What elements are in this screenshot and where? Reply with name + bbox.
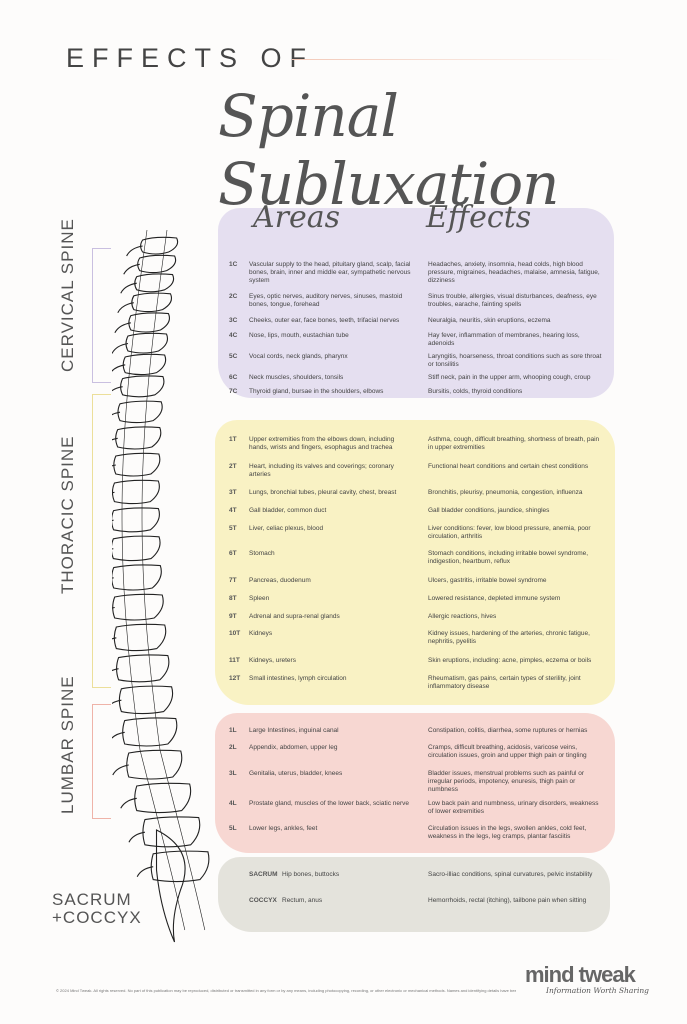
- area-text: Adrenal and supra-renal glands: [249, 613, 340, 620]
- area-text: Nose, lips, mouth, eustachian tube: [249, 332, 349, 339]
- effect-text: Functional heart conditions and certain …: [428, 463, 589, 470]
- area-text: Prostate gland, muscles of the lower bac…: [249, 800, 410, 807]
- vertebra-code: 3C: [229, 317, 238, 324]
- effect-text: Circulation issues in the legs, swollen …: [428, 825, 587, 840]
- effect-text: Asthma, cough, difficult breathing, shor…: [428, 436, 600, 451]
- effects-column-header: Effects: [426, 200, 532, 235]
- vertebra-code: 8T: [229, 595, 237, 602]
- effect-text: Constipation, colitis, diarrhea, some ru…: [428, 727, 588, 734]
- area-text: Genitalia, uterus, bladder, knees: [249, 770, 343, 777]
- lumbar-band: [215, 713, 615, 853]
- vertebra-code: 4L: [229, 800, 237, 807]
- thoracic-bracket: [92, 394, 111, 688]
- area-text: Appendix, abdomen, upper leg: [249, 744, 338, 751]
- vertebra-code: 7T: [229, 577, 237, 584]
- effect-text: Cramps, difficult breathing, acidosis, v…: [428, 744, 587, 759]
- sacrum-label: SACRUM: [52, 890, 132, 909]
- vertebra-code: 4C: [229, 332, 238, 339]
- area-text: Heart, including its valves and covering…: [249, 463, 394, 478]
- effect-text: Lowered resistance, depleted immune syst…: [428, 595, 561, 602]
- vertebra-code: 6C: [229, 374, 238, 381]
- title-line-2: Spinal Subluxation: [218, 82, 560, 218]
- vertebra-code: 9T: [229, 613, 237, 620]
- effect-text: Sinus trouble, allergies, visual disturb…: [428, 293, 597, 308]
- title-divider: [292, 59, 622, 60]
- effect-text: Hemorrhoids, rectal (itching), tailbone …: [428, 897, 587, 904]
- vertebra-code: SACRUM: [249, 871, 278, 878]
- area-text: Vascular supply to the head, pituitary g…: [249, 261, 411, 284]
- logo-tagline: Information Worth Sharing: [546, 986, 649, 995]
- vertebra-code: 5C: [229, 353, 238, 360]
- vertebra-code: 1L: [229, 727, 237, 734]
- effect-text: Bursitis, colds, thyroid conditions: [428, 388, 523, 395]
- title-line-1: EFFECTS OF: [66, 43, 314, 73]
- effect-text: Ulcers, gastritis, irritable bowel syndr…: [428, 577, 547, 584]
- area-text: Neck muscles, shoulders, tonsils: [249, 374, 344, 381]
- thoracic-band: [215, 420, 615, 705]
- thoracic-spine-label: THORACIC SPINE: [58, 435, 77, 594]
- vertebra-code: 1C: [229, 261, 238, 268]
- vertebra-code: 12T: [229, 675, 241, 682]
- vertebra-code: 3L: [229, 770, 237, 777]
- vertebra-code: 2C: [229, 293, 238, 300]
- vertebra-code: 2L: [229, 744, 237, 751]
- vertebra-code: 10T: [229, 630, 241, 637]
- effect-text: Low back pain and numbness, urinary diso…: [428, 800, 599, 815]
- effect-text: Liver conditions: fever, low blood press…: [428, 525, 591, 540]
- area-text: Lower legs, ankles, feet: [249, 825, 318, 832]
- area-text: Liver, celiac plexus, blood: [249, 525, 324, 532]
- area-text: Hip bones, buttocks: [282, 871, 340, 878]
- effect-text: Bladder issues, menstrual problems such …: [428, 770, 585, 793]
- area-text: Eyes, optic nerves, auditory nerves, sin…: [249, 293, 403, 308]
- coccyx-label: +COCCYX: [52, 908, 142, 927]
- vertebra-code: 6T: [229, 550, 237, 557]
- cervical-bracket: [92, 248, 111, 383]
- area-text: Large Intestines, inguinal canal: [249, 727, 339, 734]
- vertebra-code: 7C: [229, 388, 238, 395]
- effect-text: Kidney issues, hardening of the arteries…: [428, 630, 590, 645]
- area-text: Upper extremities from the elbows down, …: [249, 436, 395, 451]
- effect-text: Laryngitis, hoarseness, throat condition…: [428, 353, 602, 368]
- effect-text: Rheumatism, gas pains, certain types of …: [428, 675, 581, 690]
- area-text: Rectum, anus: [282, 897, 323, 904]
- vertebra-code: 4T: [229, 507, 237, 514]
- vertebra-code: 3T: [229, 489, 237, 496]
- area-text: Vocal cords, neck glands, pharynx: [249, 353, 348, 360]
- vertebra-code: 1T: [229, 436, 237, 443]
- cervical-spine-label: CERVICAL SPINE: [58, 218, 77, 372]
- vertebra-code: 11T: [229, 657, 240, 664]
- area-text: Thyroid gland, bursae in the shoulders, …: [249, 388, 384, 395]
- area-text: Kidneys: [249, 630, 273, 637]
- area-text: Stomach: [249, 550, 275, 557]
- sacrum-band: [218, 857, 610, 932]
- vertebra-code: COCCYX: [249, 897, 277, 904]
- area-text: Small intestines, lymph circulation: [249, 675, 347, 682]
- effect-text: Stomach conditions, including irritable …: [428, 550, 589, 565]
- spine-illustration: [112, 230, 210, 943]
- mind-tweak-logo: mind tweak: [525, 962, 636, 987]
- areas-column-header: Areas: [253, 200, 341, 235]
- effect-text: Allergic reactions, hives: [428, 613, 497, 620]
- effect-text: Hay fever, inflammation of membranes, he…: [428, 332, 580, 347]
- effect-text: Gall bladder conditions, jaundice, shing…: [428, 507, 550, 514]
- lumbar-spine-label: LUMBAR SPINE: [58, 675, 77, 814]
- area-text: Gall bladder, common duct: [249, 507, 327, 514]
- area-text: Kidneys, ureters: [249, 657, 296, 664]
- effect-text: Sacro-illiac conditions, spinal curvatur…: [428, 871, 593, 878]
- effect-text: Stiff neck, pain in the upper arm, whoop…: [428, 374, 591, 381]
- area-text: Cheeks, outer ear, face bones, teeth, tr…: [249, 317, 400, 324]
- vertebra-code: 2T: [229, 463, 237, 470]
- effect-text: Neuralgia, neuritis, skin eruptions, ecz…: [428, 317, 551, 324]
- lumbar-bracket: [92, 704, 111, 819]
- cervical-band: [218, 208, 614, 398]
- effect-text: Skin eruptions, including: acne, pimples…: [428, 657, 592, 664]
- area-text: Spleen: [249, 595, 270, 602]
- effect-text: Bronchitis, pleurisy, pneumonia, congest…: [428, 489, 583, 496]
- area-text: Lungs, bronchial tubes, pleural cavity, …: [249, 489, 397, 496]
- area-text: Pancreas, duodenum: [249, 577, 311, 584]
- copyright-notice: © 2024 Mind Tweak. All rights reserved. …: [56, 988, 516, 993]
- vertebra-code: 5L: [229, 825, 237, 832]
- effect-text: Headaches, anxiety, insomnia, head colds…: [428, 261, 600, 284]
- vertebra-code: 5T: [229, 525, 237, 532]
